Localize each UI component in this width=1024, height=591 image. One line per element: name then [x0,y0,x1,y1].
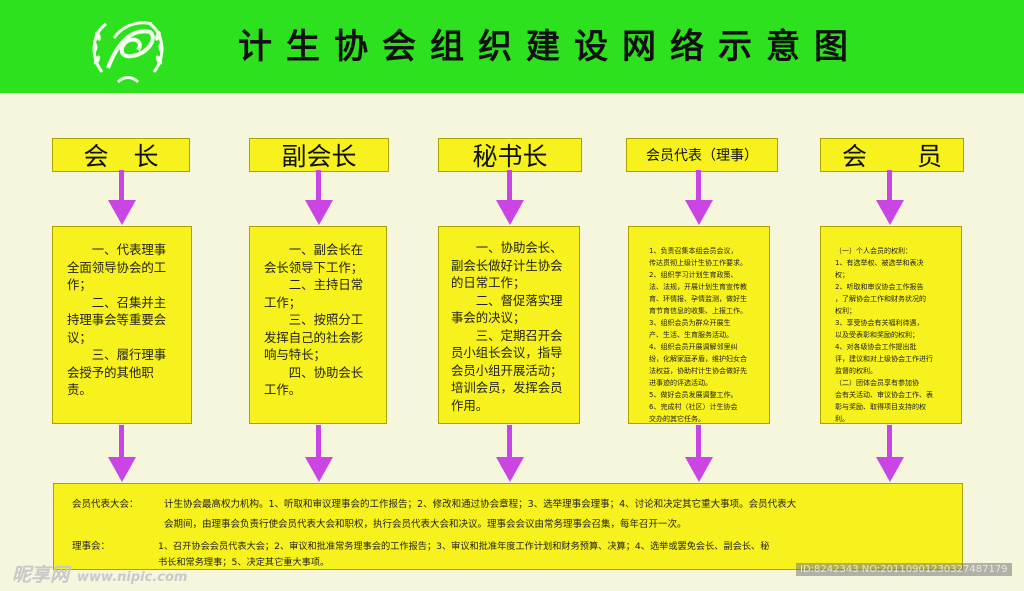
down-arrow-icon [685,170,713,225]
duty-line: 2、组织学习计划生育政策、 [649,271,738,279]
duty-line: 法权益，协助村计生协会做好先 [649,367,747,375]
page-title: 计生协会组织建设网络示意图 [238,27,862,67]
association-logo-icon [92,21,164,84]
duty-line: 进事迹的评选活动。 [649,379,712,387]
duty-line: 权利； [835,307,856,315]
down-arrow-icon [496,425,524,482]
duty-line: 交办的其它任务。 [649,415,705,423]
duty-line: 会长领导下工作； [264,259,364,275]
down-arrow-icon [876,425,904,482]
duty-box-secretary-general: 一、协助会长、 副会长做好计生协会 的日常工作； 二、督促落实理 事会的决议； … [438,226,580,424]
duty-line: 培训会员，发挥会员 [451,380,563,395]
role-label-secretary-general: 秘书长 [438,138,582,172]
duty-line: 响与特长； [264,347,326,362]
down-arrow-icon [305,425,333,482]
role-label-member: 会 员 [820,138,964,172]
assembly-text-line: 计生协会最高权力机构。1、听取和审议理事会的工作报告；2、修改和通过协会章程；3… [164,499,797,510]
duty-line: （一）个人会员的权利： [835,247,912,255]
duty-line: 会员小组开展活动； [451,362,563,378]
site-watermark: 昵享网 www.nipic.com [12,560,187,587]
duty-line: 全面领导协会的工 [67,259,167,275]
duty-line: 工作； [264,294,302,310]
duty-line: 育节育信息的收集、上报工作。 [649,307,747,315]
image-id-strip: ID:8242343 NO:20110901230327487179 [796,563,1012,576]
duty-line: 一、副会长在 [288,242,364,257]
header-bar: 计生协会组织建设网络示意图 [0,0,1024,93]
assembly-text-line: 会期间，由理事会负责行使会员代表大会和职权，执行会员代表大会和决议。理事会会议由… [164,519,687,530]
duty-line: 副会长做好计生协会 [451,257,563,273]
duty-line: 4、对各级协会工作提出批 [835,343,917,351]
duty-line: 二、主持日常 [288,277,364,292]
duty-line: 纷，化解家庭矛盾，维护妇女合 [649,355,747,363]
duty-line: 产、生活、生育服务活动。 [649,331,733,339]
duty-line: ，了解协会工作和财务状况的 [835,295,926,303]
duty-line: 评，建议和对上级协会工作进行 [835,355,933,363]
duty-line: 工作。 [264,382,302,397]
duty-line: 传达贯彻上级计生协工作要求。 [649,259,747,267]
assembly-label: 会员代表大会： [72,499,139,510]
duty-line: 1、有选举权、被选举和表决 [835,259,924,267]
role-label-member-representative: 会员代表（理事） [626,138,778,172]
duty-line: 三、按照分工 [288,312,364,327]
duty-line: 作用。 [451,397,489,413]
duty-line: 监督的权利。 [835,367,877,375]
watermark-url: www.nipic.com [77,570,188,585]
duty-line: 发挥自己的社会影 [264,329,364,345]
duty-line: 一、代表理事 [91,242,167,257]
down-arrow-icon [496,170,524,225]
duty-line: 彰与奖励、取得项目支持的权 [835,403,926,411]
duty-box-vice-president: 一、副会长在 会长领导下工作； 二、主持日常 工作； 三、按照分工 发挥自己的社… [249,226,387,424]
council-text-line: 1、召开协会会员代表大会；2、审议和批准常务理事会的工作报告；3、审议和批准年度… [158,541,770,552]
duty-line: （二）团体会员享有参加协 [835,379,919,387]
duty-line: 法、法规，开展计划生育宣传教 [649,283,747,291]
duty-box-member-representative: 1、负责召集本组会员会议， 传达贯彻上级计生协工作要求。 2、组织学习计划生育政… [628,226,770,424]
duty-line: 四、协助会长 [288,364,364,380]
council-label: 理事会： [72,541,111,552]
duty-line: 三、定期召开会 [475,327,563,343]
duty-box-member: （一）个人会员的权利： 1、有选举权、被选举和表决 权； 2、听取和审议协会工作… [820,226,962,424]
duty-line: 二、督促落实理 [475,292,563,308]
down-arrow-icon [108,425,136,482]
duty-line: 利。 [835,415,849,423]
duty-line: 育、环情报、孕情监测，做好生 [649,295,747,303]
watermark-brand: 昵享网 [12,564,70,586]
down-arrow-icon [305,170,333,225]
role-label-vice-president: 副会长 [249,138,389,172]
duty-line: 3、组织会员为群众开展生 [649,319,731,327]
duty-line: 以及受表彰和奖励的权利； [835,331,919,339]
duty-line: 2、听取和审议协会工作报告 [835,283,924,291]
duty-line: 持理事会等重要会 [67,312,167,327]
duty-line: 5、做好会员发展调整工作。 [649,391,738,399]
duty-line: 会授予的其他职 [67,364,154,380]
council-text-line: 书长和常务理事；5、决定其它重大事项。 [158,557,330,568]
duty-line: 一、协助会长、 [475,240,563,255]
duty-line: 6、完成村（社区）计生协会 [649,403,738,411]
down-arrow-icon [108,170,136,225]
duty-line: 会有关活动、审议协会工作、表 [835,391,933,399]
duty-box-president: 一、代表理事 全面领导协会的工 作； 二、召集并主 持理事会等重要会 议； 三、… [52,226,192,424]
down-arrow-icon [685,425,713,482]
down-arrow-icon [876,170,904,225]
duty-line: 1、负责召集本组会员会议， [649,247,738,255]
duty-line: 3、享受协会有关福利待遇， [835,319,924,327]
duty-line: 的日常工作； [451,275,526,290]
duty-line: 4、组织会员开展调解邻里纠 [649,343,738,351]
duty-line: 议； [67,329,92,345]
duty-line: 责。 [67,382,92,397]
duty-line: 三、履行理事 [91,347,167,362]
duty-line: 事会的决议； [451,310,526,325]
duty-line: 二、召集并主 [91,294,167,310]
assembly-summary-box: 会员代表大会： 计生协会最高权力机构。1、听取和审议理事会的工作报告；2、修改和… [53,483,963,570]
duty-line: 员小组长会议，指导 [451,345,563,360]
role-label-president: 会 长 [52,138,190,172]
duty-line: 作； [67,277,92,292]
duty-line: 权； [835,271,849,279]
